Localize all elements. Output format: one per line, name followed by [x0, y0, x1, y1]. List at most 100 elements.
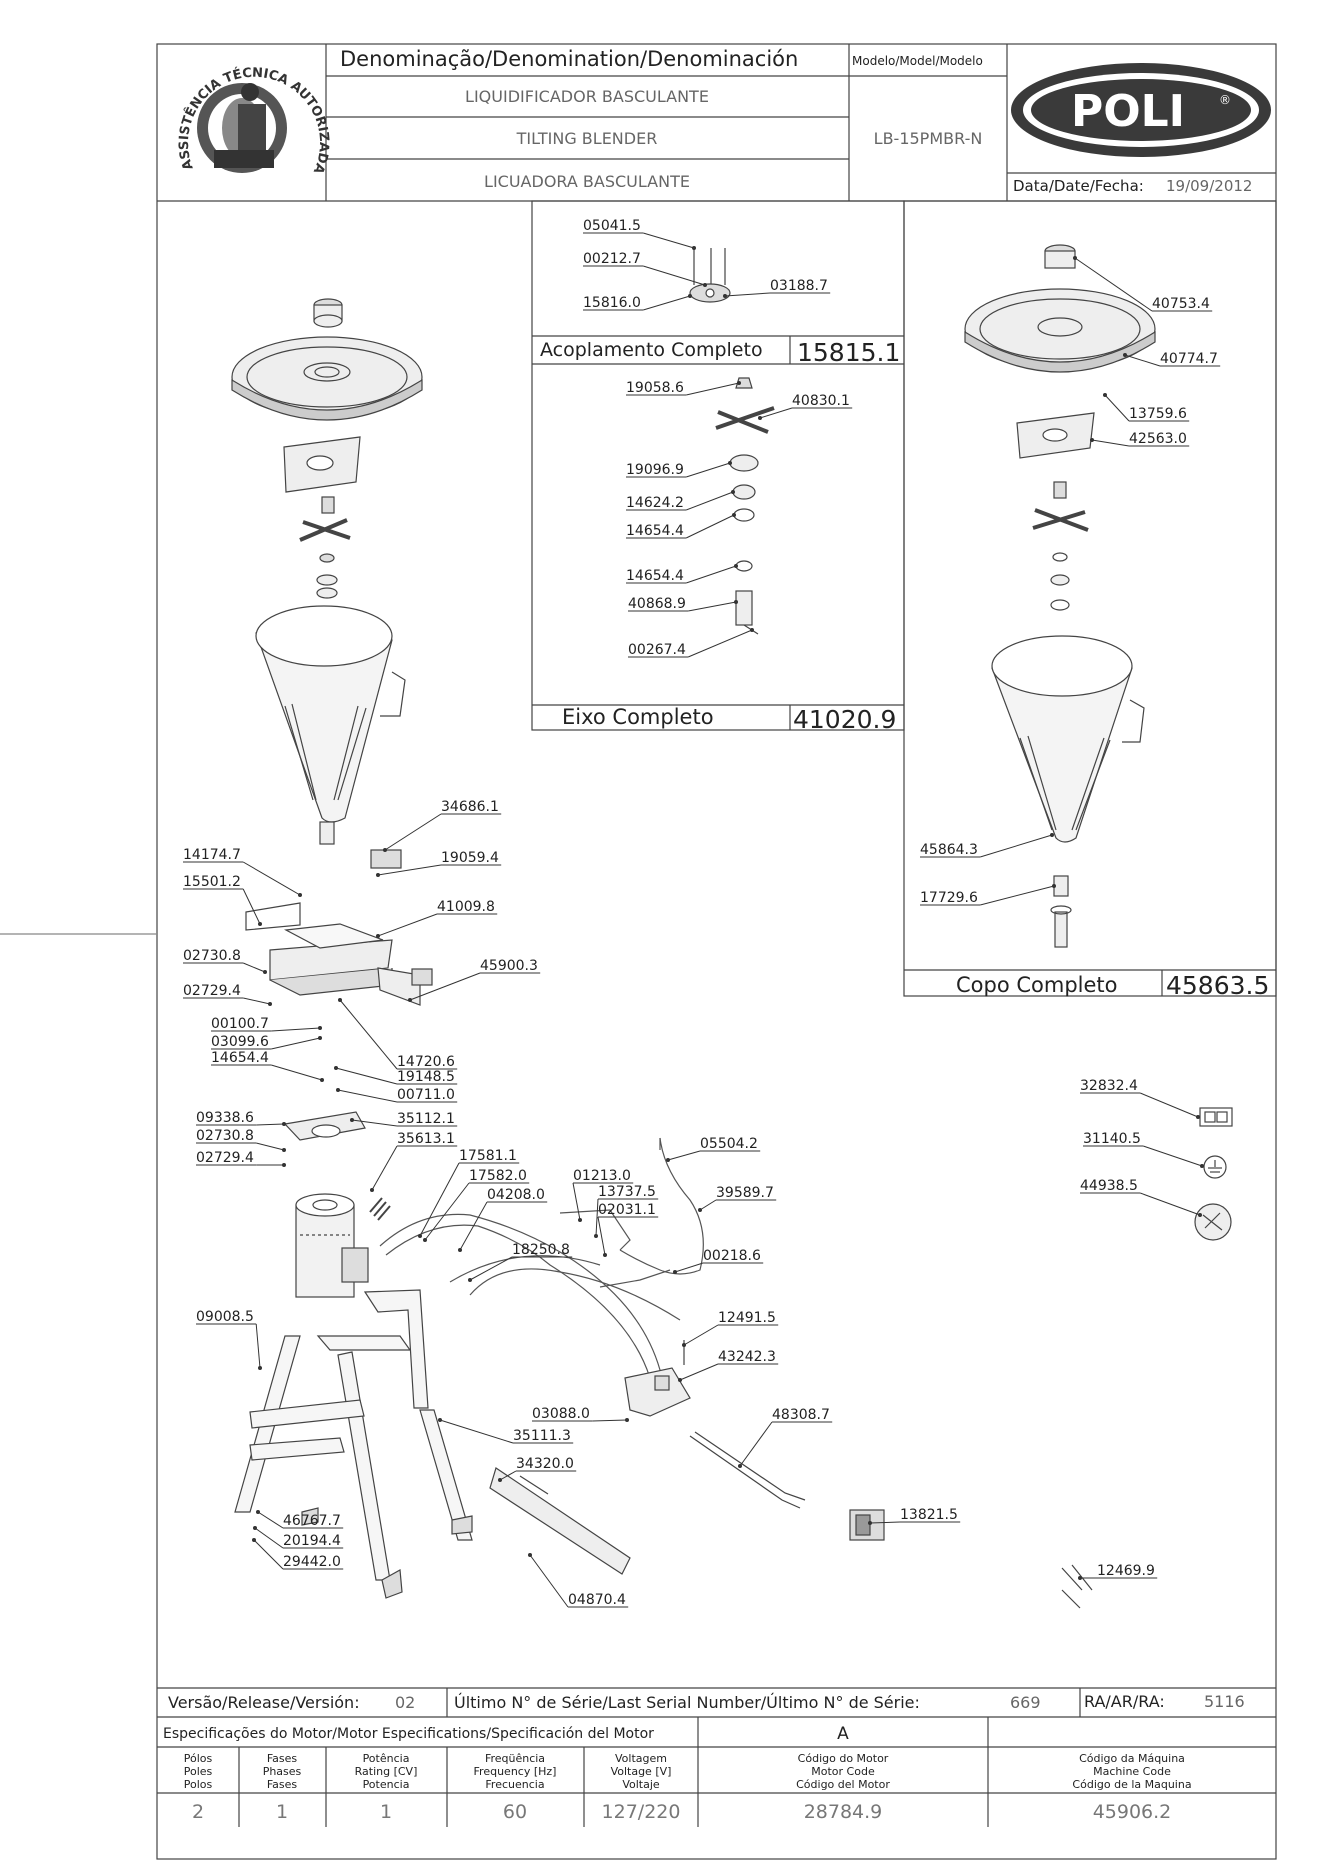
part-number: 13759.6 — [1129, 406, 1187, 422]
part-number: 29442.0 — [283, 1554, 341, 1570]
part-callout: 29442.0 — [252, 1538, 344, 1570]
part-number: 44938.5 — [1080, 1178, 1138, 1194]
part-callout: 00218.6 — [673, 1248, 764, 1274]
date-label: Data/Date/Fecha: — [1013, 177, 1144, 195]
leader-line — [980, 834, 1053, 858]
leader-dot — [408, 998, 412, 1002]
leader-line — [339, 999, 398, 1070]
leader-dot — [1073, 256, 1077, 260]
part-number: 04208.0 — [487, 1187, 545, 1203]
leader-dot — [578, 1218, 582, 1222]
part-callout: 15501.2 — [183, 874, 262, 926]
part-callout: 02729.4 — [196, 1150, 286, 1167]
cup-exploded-left — [231, 298, 423, 845]
part-number: 14654.4 — [211, 1050, 269, 1066]
leader-dot — [282, 1148, 286, 1152]
motor-spec-header: Freqüência — [485, 1752, 545, 1765]
part-callout: 14624.2 — [626, 490, 735, 511]
part-number: 01213.0 — [573, 1168, 631, 1184]
part-number: 13737.5 — [598, 1184, 656, 1200]
part-callouts: 05041.500212.703188.715816.019058.640830… — [183, 218, 1221, 1608]
leader-line — [271, 1064, 323, 1081]
leader-dot — [1052, 884, 1056, 888]
leader-line — [685, 514, 735, 539]
part-callout: 00212.7 — [583, 251, 707, 287]
motor-spec-header: Voltage [V] — [611, 1765, 672, 1778]
part-number: 42563.0 — [1129, 431, 1187, 447]
part-number: 02730.8 — [183, 948, 241, 964]
part-number: 04870.4 — [568, 1592, 626, 1608]
motor-spec-header: Pólos — [184, 1752, 213, 1765]
part-number: 14654.4 — [626, 568, 684, 584]
leader-line — [243, 962, 266, 973]
leader-dot — [268, 1002, 272, 1006]
leader-dot — [868, 1521, 872, 1525]
leader-line — [469, 1256, 513, 1281]
part-callout: 09338.6 — [196, 1110, 286, 1126]
leader-line — [1140, 1192, 1201, 1216]
part-callout: 46767.7 — [256, 1510, 344, 1529]
part-callout: 04870.4 — [528, 1553, 629, 1608]
part-number: 17729.6 — [920, 890, 978, 906]
part-callout: 13821.5 — [868, 1507, 961, 1525]
motor-spec-header: Machine Code — [1093, 1765, 1171, 1778]
version-value: 02 — [395, 1693, 415, 1712]
part-number: 03088.0 — [532, 1406, 590, 1422]
leader-dot — [1090, 438, 1094, 442]
leader-line — [592, 1419, 628, 1422]
cup-assembly-box: Copo Completo 45863.5 — [903, 200, 1277, 1000]
leader-line — [243, 997, 271, 1005]
leader-dot — [1198, 1213, 1202, 1217]
leader-dot — [528, 1553, 532, 1557]
cup-exploded-right — [964, 244, 1156, 948]
leader-line — [980, 885, 1055, 906]
leader-line — [377, 913, 438, 937]
part-number: 19096.9 — [626, 462, 684, 478]
part-callout: 19059.4 — [376, 850, 502, 877]
part-number: 05504.2 — [700, 1136, 758, 1152]
part-callout: 12469.9 — [1078, 1563, 1158, 1580]
leader-dot — [688, 294, 692, 298]
leader-line — [255, 1323, 261, 1369]
part-callout: 40753.4 — [1073, 256, 1213, 312]
part-number: 32832.4 — [1080, 1078, 1138, 1094]
part-number: 45900.3 — [480, 958, 538, 974]
leader-line — [529, 1554, 569, 1608]
part-callout: 05504.2 — [666, 1136, 761, 1162]
leader-line — [643, 265, 706, 286]
part-number: 48308.7 — [772, 1407, 830, 1423]
assembly-code: 41020.9 — [793, 705, 896, 734]
part-number: 03188.7 — [770, 278, 828, 294]
leader-dot — [594, 1234, 598, 1238]
coupling-drawing — [689, 248, 731, 303]
leader-line — [337, 1089, 398, 1103]
leader-line — [424, 1182, 470, 1241]
motor-spec-header: Potencia — [363, 1778, 410, 1791]
motor-spec-header: Frecuencia — [485, 1778, 544, 1791]
part-number: 14624.2 — [626, 495, 684, 511]
leader-line — [256, 1123, 285, 1126]
leader-line — [597, 1216, 606, 1256]
part-callout: 43242.3 — [678, 1349, 779, 1382]
leader-line — [459, 1201, 488, 1251]
leader-dot — [258, 922, 262, 926]
part-callout: 19058.6 — [626, 380, 741, 396]
leader-dot — [732, 513, 736, 517]
name-pt: LIQUIDIFICADOR BASCULANTE — [465, 87, 709, 106]
leader-line — [1124, 354, 1161, 367]
leader-dot — [383, 848, 387, 852]
leader-line — [686, 491, 734, 511]
part-number: 40830.1 — [792, 393, 850, 409]
part-callout: 35111.3 — [438, 1418, 574, 1444]
part-callout: 40774.7 — [1123, 351, 1221, 367]
leader-line — [499, 1470, 517, 1481]
part-callout: 03088.0 — [532, 1406, 629, 1422]
part-callout: 00100.7 — [211, 1016, 322, 1032]
leader-dot — [1078, 1576, 1082, 1580]
part-callout: 44938.5 — [1080, 1178, 1202, 1217]
leader-line — [253, 1539, 284, 1570]
part-number: 19059.4 — [441, 850, 499, 866]
part-number: 40753.4 — [1152, 296, 1210, 312]
denomination-label: Denominação/Denomination/Denominación — [340, 47, 798, 71]
